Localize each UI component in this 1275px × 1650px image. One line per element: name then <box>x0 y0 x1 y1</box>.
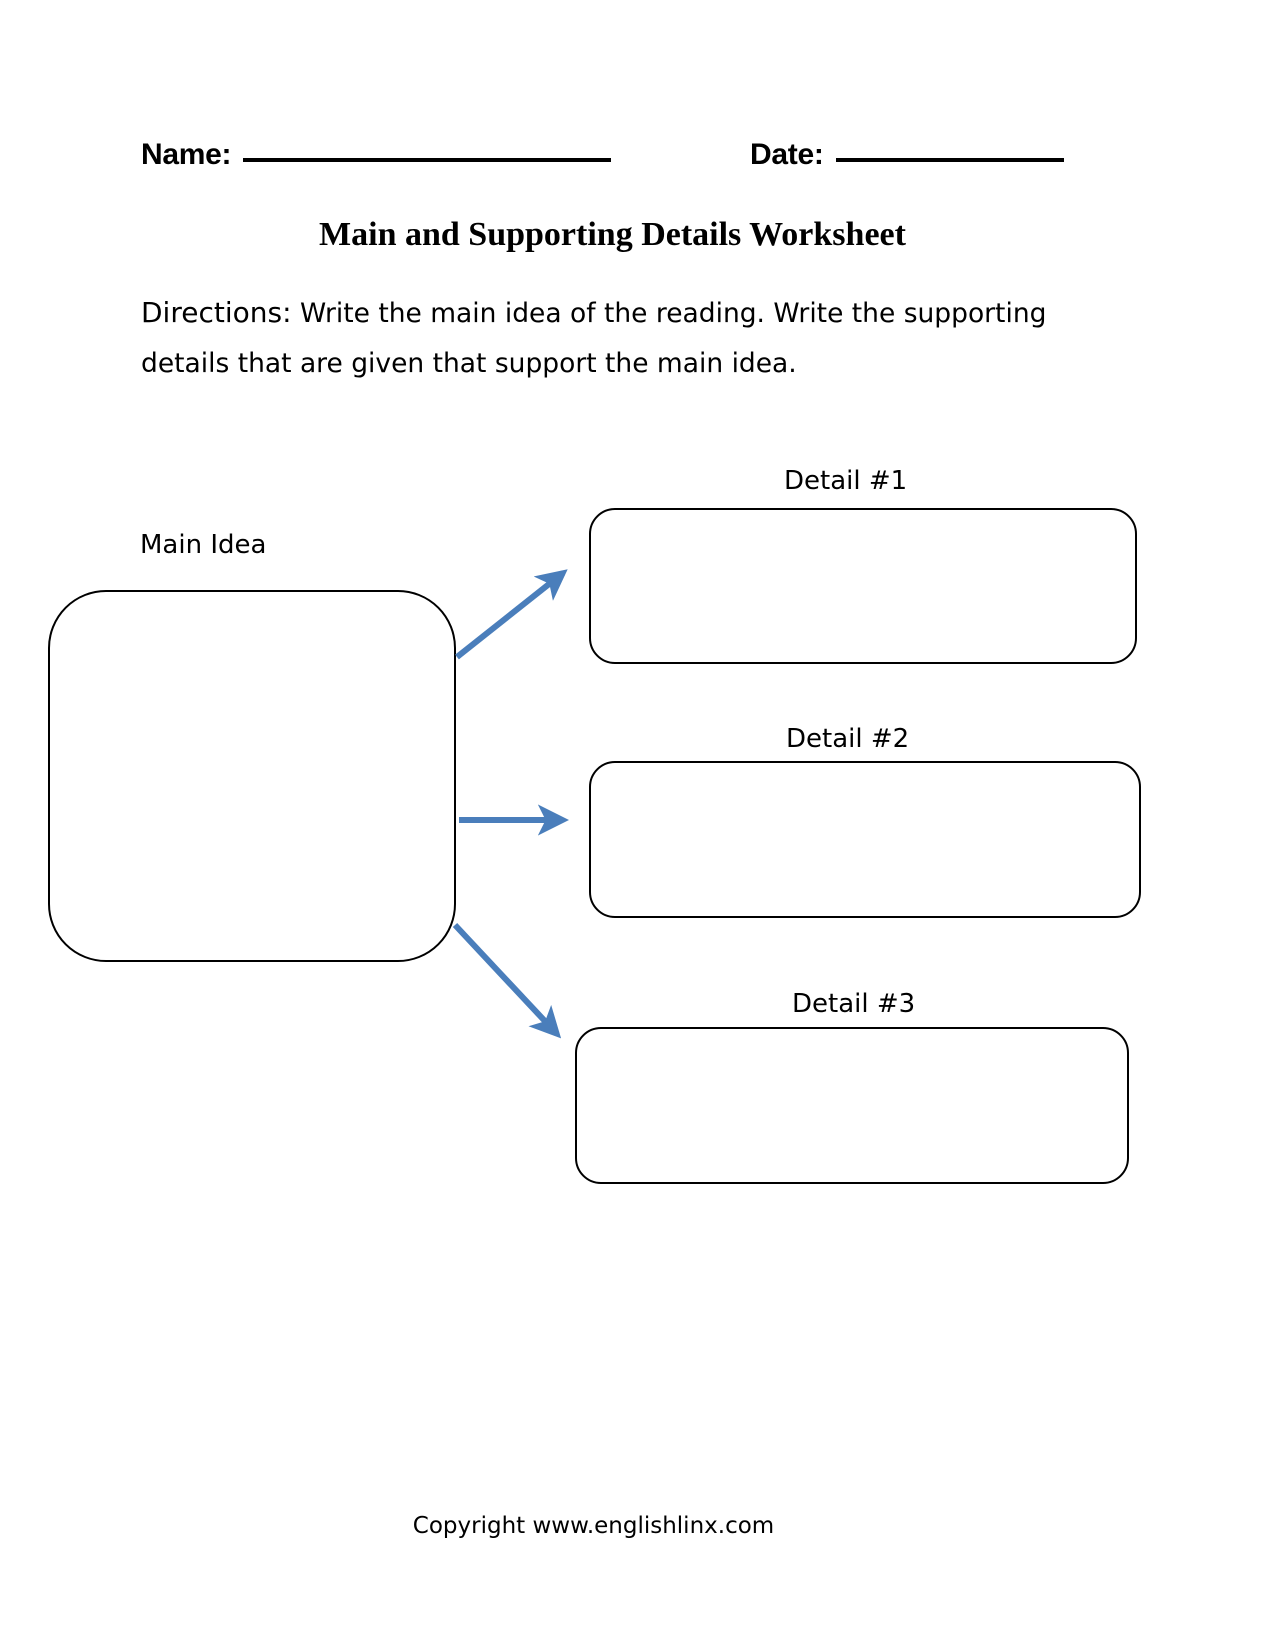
directions-body: Write the main idea of the reading. Writ… <box>141 298 1047 379</box>
main-idea-box[interactable] <box>48 590 456 962</box>
date-field[interactable]: Date: <box>750 138 1064 172</box>
detail-label-2: Detail #2 <box>786 724 910 754</box>
detail-label-1: Detail #1 <box>784 466 908 496</box>
directions-lead: Directions: <box>141 296 292 329</box>
arrow-to-detail-1 <box>455 569 568 660</box>
name-write-in-line[interactable] <box>243 158 612 162</box>
page-title: Main and Supporting Details Worksheet <box>319 216 906 253</box>
date-label: Date: <box>750 138 824 171</box>
name-field[interactable]: Name: <box>141 138 612 172</box>
detail-box-3[interactable] <box>575 1027 1129 1184</box>
main-idea-label: Main Idea <box>140 530 267 560</box>
detail-label-3: Detail #3 <box>792 989 916 1019</box>
footer-copyright: Copyright www.englishlinx.com <box>412 1513 775 1539</box>
directions-paragraph: Directions: Write the main idea of the r… <box>141 288 1071 389</box>
header-fields: Name: Date: <box>0 138 1275 194</box>
detail-box-1[interactable] <box>589 508 1137 664</box>
date-write-in-line[interactable] <box>835 158 1064 162</box>
name-label: Name: <box>141 138 232 171</box>
arrow-to-detail-3 <box>452 922 562 1039</box>
detail-box-2[interactable] <box>589 761 1141 918</box>
